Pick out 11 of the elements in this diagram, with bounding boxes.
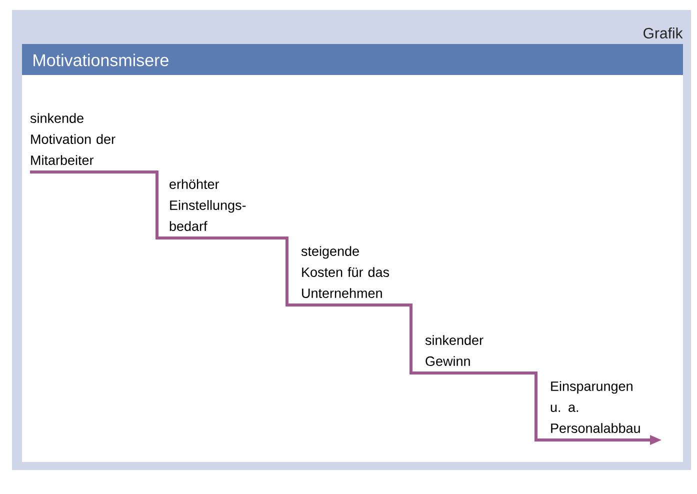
staircase-line — [301, 304, 425, 374]
step-label: erhöhter Einstellungs-bedarf — [170, 179, 246, 231]
category-label: Grafik — [644, 28, 683, 38]
step-label: Einsparungen u. a. Personalabbau — [550, 381, 640, 433]
staircase-line — [30, 170, 169, 240]
step-label: steigende Kosten für das Unternehmen — [301, 246, 390, 298]
step-label: sinkende Motivation der Mitarbeiter — [30, 113, 116, 165]
step-label: sinkender Gewinn — [425, 335, 484, 366]
staircase-line — [425, 372, 550, 442]
staircase-line — [169, 236, 301, 306]
title-bar: Motivationsmisere — [22, 44, 683, 75]
